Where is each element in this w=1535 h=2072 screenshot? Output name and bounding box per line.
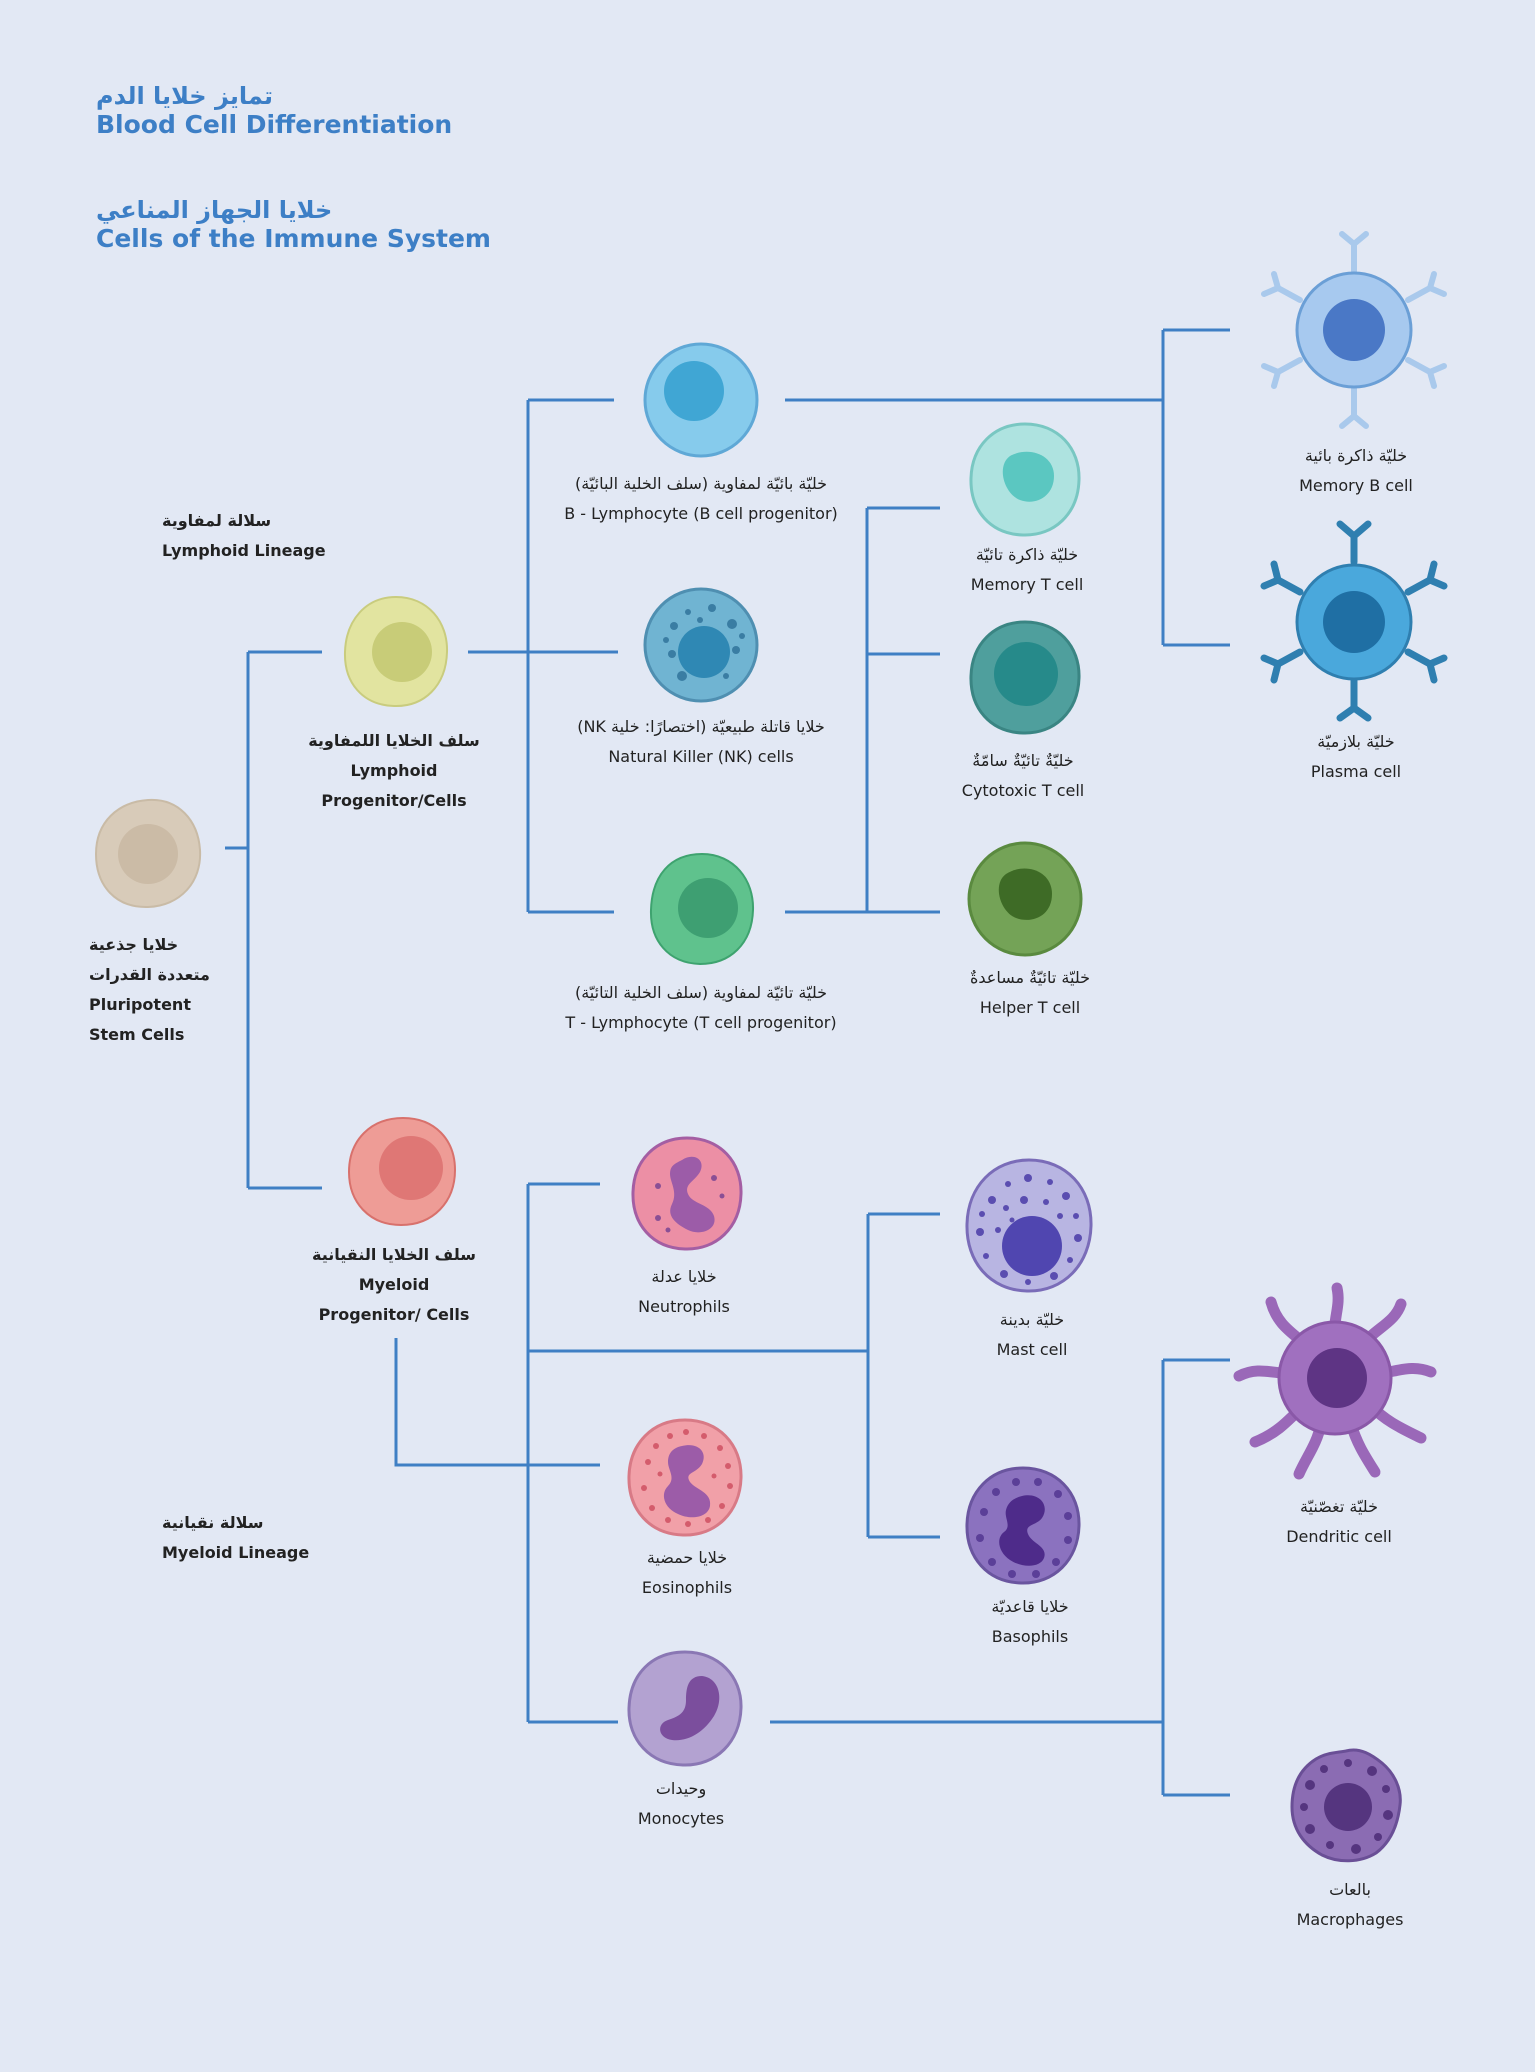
myeloid-progenitor-en-1: Myeloid [358, 1275, 430, 1294]
macrophage-icon [1290, 1748, 1402, 1863]
nk-ar: خلايا قاتلة طبيعيّة (اختصارًا: خلية NK) [577, 717, 825, 736]
myeloid-progenitor-en-2: Progenitor/ Cells [318, 1305, 470, 1324]
stem-ar-2: متعددة القدرات [89, 965, 210, 984]
memory-b-en: Memory B cell [1299, 476, 1413, 495]
t-lymphocyte-label: خليّة تائيّة لمفاوية (سلف الخلية التائيّ… [565, 978, 836, 1038]
diagram-title: تمايز خلايا الدم Blood Cell Differentiat… [96, 82, 452, 139]
basophils-en: Basophils [991, 1627, 1069, 1646]
mast-en: Mast cell [996, 1340, 1068, 1359]
b-lymphocyte-ar: خليّة بائيّة لمفاوية (سلف الخلية البائيّ… [574, 474, 828, 493]
memory-b-cell-icon [1261, 231, 1447, 429]
monocytes-label: وحيدات Monocytes [638, 1774, 724, 1834]
b-lymphocyte-icon [643, 342, 759, 458]
subtitle-ar: خلايا الجهاز المناعي [96, 196, 333, 224]
lymphoid-lineage-label: سلالة لمفاوية Lymphoid Lineage [162, 506, 326, 566]
memory-t-en: Memory T cell [970, 575, 1084, 594]
b-lymphocyte-en: B - Lymphocyte (B cell progenitor) [564, 504, 838, 523]
stem-en-1: Pluripotent [89, 995, 191, 1014]
cytotoxic-t-en: Cytotoxic T cell [961, 781, 1085, 800]
plasma-cell-label: خليّة بلازميّة Plasma cell [1311, 727, 1401, 787]
t-lymphocyte-ar: خليّة تائيّة لمفاوية (سلف الخلية التائيّ… [574, 983, 828, 1002]
memory-b-cell-label: خليّة ذاكرة بائية Memory B cell [1299, 441, 1413, 501]
eosinophils-ar: خلايا حمضية [646, 1548, 728, 1567]
t-lymphocyte-en: T - Lymphocyte (T cell progenitor) [565, 1013, 837, 1032]
eosinophil-icon [627, 1418, 743, 1537]
macrophages-label: بالعات Macrophages [1297, 1875, 1404, 1935]
basophil-icon [965, 1466, 1081, 1585]
basophils-ar: خلايا قاعديّة [991, 1597, 1069, 1616]
macrophages-en: Macrophages [1296, 1910, 1404, 1929]
stem-cell-label: خلايا جذعية متعددة القدرات Pluripotent S… [89, 930, 210, 1050]
basophils-label: خلايا قاعديّة Basophils [991, 1592, 1068, 1652]
cytotoxic-t-cell-icon [969, 620, 1081, 735]
monocyte-icon [627, 1650, 743, 1767]
subtitle-en: Cells of the Immune System [96, 224, 491, 253]
myeloid-lineage-ar: سلالة نقيانية [162, 1513, 264, 1532]
dendritic-ar: خليّة تغصّنيّة [1300, 1497, 1378, 1516]
dendritic-en: Dendritic cell [1286, 1527, 1392, 1546]
memory-b-ar: خليّة ذاكرة بائية [1304, 446, 1408, 465]
neutrophils-label: خلايا عدلة Neutrophils [638, 1262, 730, 1322]
mast-cell-icon [965, 1158, 1093, 1293]
memory-t-cell-icon [969, 422, 1081, 537]
title-ar: تمايز خلايا الدم [96, 82, 273, 110]
stem-ar-1: خلايا جذعية [89, 935, 179, 954]
helper-t-cell-icon [967, 841, 1083, 957]
t-lymphocyte-icon [649, 852, 755, 966]
lymphoid-lineage-en: Lymphoid Lineage [162, 541, 326, 560]
mast-ar: خليّة بدينة [999, 1310, 1065, 1329]
memory-t-cell-label: خليّة ذاكرة تائيّة Memory T cell [971, 540, 1084, 600]
cytotoxic-t-cell-label: خليّةٌ تائيّةٌ سامّةٌ Cytotoxic T cell [962, 746, 1084, 806]
nk-cell-icon [643, 587, 759, 703]
monocytes-en: Monocytes [637, 1809, 725, 1828]
mast-cell-label: خليّة بدينة Mast cell [997, 1305, 1068, 1365]
stem-cell-icon [94, 798, 202, 909]
lymphoid-progenitor-ar: سلف الخلايا اللمفاوية [308, 731, 480, 750]
helper-t-cell-label: خليّة تائيّةٌ مساعدةٌ Helper T cell [970, 963, 1090, 1023]
neutrophils-en: Neutrophils [638, 1297, 730, 1316]
macrophages-ar: بالعات [1329, 1880, 1371, 1899]
nk-cell-label: خلايا قاتلة طبيعيّة (اختصارًا: خلية NK) … [577, 712, 825, 772]
lymphoid-lineage-ar: سلالة لمفاوية [162, 511, 272, 530]
myeloid-progenitor-icon [347, 1116, 457, 1227]
eosinophils-en: Eosinophils [641, 1578, 733, 1597]
dendritic-cell-icon [1233, 1282, 1437, 1480]
plasma-en: Plasma cell [1310, 762, 1402, 781]
helper-t-en: Helper T cell [979, 998, 1081, 1017]
lymphoid-progenitor-en-2: Progenitor/Cells [321, 791, 467, 810]
myeloid-progenitor-ar: سلف الخلايا النقيانية [312, 1245, 476, 1264]
lymphoid-progenitor-icon [343, 595, 449, 708]
title-en: Blood Cell Differentiation [96, 110, 453, 139]
stem-en-2: Stem Cells [89, 1025, 185, 1044]
plasma-ar: خليّة بلازميّة [1317, 732, 1395, 751]
nk-en: Natural Killer (NK) cells [608, 747, 794, 766]
cytotoxic-t-ar: خليّةٌ تائيّةٌ سامّةٌ [972, 751, 1074, 770]
dendritic-cell-label: خليّة تغصّنيّة Dendritic cell [1286, 1492, 1392, 1552]
myeloid-progenitor-label: سلف الخلايا النقيانية Myeloid Progenitor… [312, 1240, 476, 1330]
plasma-cell-icon [1260, 520, 1448, 722]
monocytes-ar: وحيدات [655, 1779, 707, 1798]
b-lymphocyte-label: خليّة بائيّة لمفاوية (سلف الخلية البائيّ… [564, 469, 838, 529]
neutrophil-icon [631, 1136, 743, 1251]
eosinophils-label: خلايا حمضية Eosinophils [642, 1543, 732, 1603]
diagram-subtitle: خلايا الجهاز المناعي Cells of the Immune… [96, 196, 491, 253]
myeloid-lineage-en: Myeloid Lineage [162, 1543, 310, 1562]
myeloid-lineage-label: سلالة نقيانية Myeloid Lineage [162, 1508, 309, 1568]
lymphoid-progenitor-label: سلف الخلايا اللمفاوية Lymphoid Progenito… [308, 726, 480, 816]
helper-t-ar: خليّة تائيّةٌ مساعدةٌ [970, 968, 1090, 987]
neutrophils-ar: خلايا عدلة [651, 1267, 717, 1286]
memory-t-ar: خليّة ذاكرة تائيّة [975, 545, 1079, 564]
lymphoid-progenitor-en-1: Lymphoid [350, 761, 438, 780]
